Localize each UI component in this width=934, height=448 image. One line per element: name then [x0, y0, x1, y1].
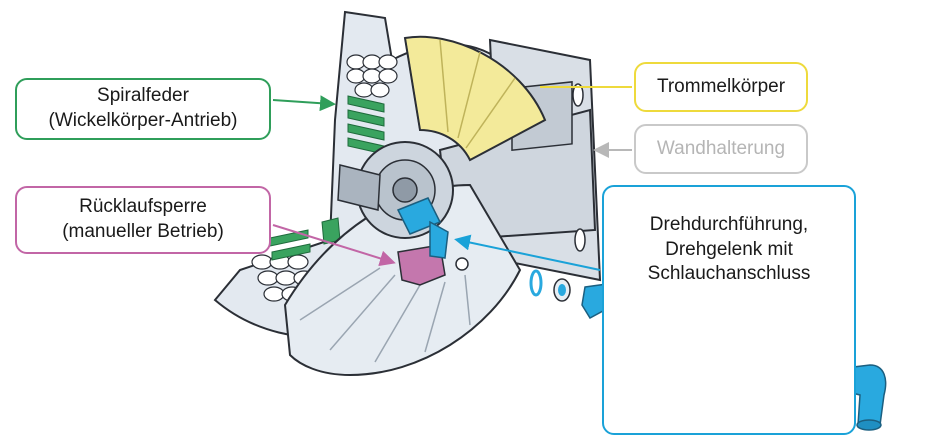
- callout-wall-bracket-label: Wandhalterung: [656, 137, 786, 159]
- callout-ratchet: Rücklaufsperre (manueller Betrieb): [15, 186, 271, 254]
- callout-swivel-joint-line2: Drehgelenk mit: [665, 238, 793, 260]
- hose-coils-upper: [346, 54, 398, 98]
- leader-spring: [272, 95, 336, 112]
- callout-spiral-spring-line1: Spiralfeder: [97, 85, 189, 107]
- callout-spiral-spring-line2: (Wickelkörper-Antrieb): [48, 110, 238, 131]
- callout-swivel-joint: Drehdurchführung, Drehgelenk mit Schlauc…: [602, 185, 856, 435]
- front-disk-spokes: [299, 267, 471, 363]
- callout-spiral-spring: Spiralfeder (Wickelkörper-Antrieb): [15, 78, 271, 140]
- o-ring-1: [529, 269, 543, 297]
- leader-swivel: [454, 234, 601, 271]
- callout-swivel-joint-line3: Schlauchanschluss: [647, 263, 811, 285]
- swivel-joint-mounted: [396, 197, 449, 259]
- callout-swivel-joint-line1: Drehdurchführung,: [649, 214, 809, 235]
- callout-ratchet-line1: Rücklaufsperre: [79, 196, 207, 218]
- callout-drum-body: Trommelkörper: [634, 62, 808, 112]
- callout-wall-bracket: Wandhalterung: [634, 124, 808, 174]
- callout-ratchet-line2: (manueller Betrieb): [62, 221, 224, 242]
- callout-drum-body-label: Trommelkörper: [656, 75, 786, 97]
- drum-body: [403, 35, 547, 162]
- spiral-spring: [269, 95, 385, 261]
- leader-ratchet: [272, 224, 396, 267]
